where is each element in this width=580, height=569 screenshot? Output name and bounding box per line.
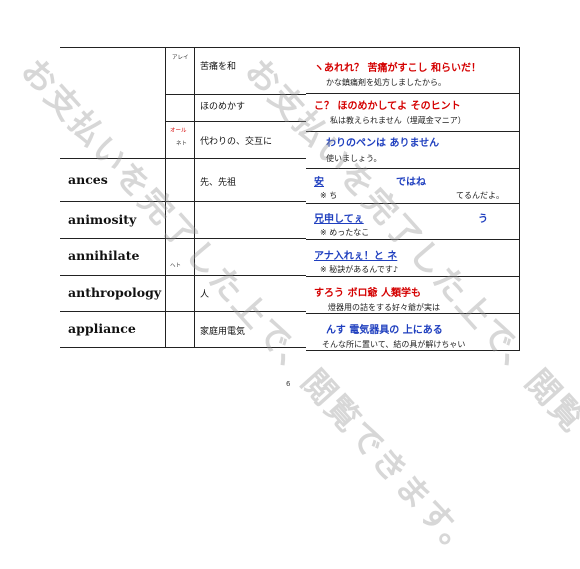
table-line [60,275,306,276]
table-line [60,311,306,312]
mnemonic-table-right: ヽあれれ？ 苦痛がすこし 和らいだ！ かな鎮痛剤を処方しましたから。 こ？ ほの… [306,47,520,365]
mnemonic-phrase: 兄申してぇ [314,214,364,225]
mnemonic-note-suffix: てるんだよ。 [456,191,504,200]
table-line [306,47,520,48]
mnemonic-phrase: アナ入れぇ！と ネ [314,251,398,262]
table-line [306,93,520,94]
table-line [60,47,306,48]
table-line [60,238,306,239]
mnemonic-note: 使いましょう。 [326,154,382,163]
mnemonic-phrase-suffix: ではね [396,177,426,188]
table-line [60,347,306,348]
table-line [306,203,520,204]
table-line [306,313,520,314]
table-line [306,350,520,351]
mnemonic-phrase: んす 電気器具の 上にある [326,325,443,336]
mnemonic-phrase: すろう ボロ爺 人類学も [314,288,421,299]
meaning-text: 先、先祖 [200,178,237,188]
meaning-text: 家庭用電気 [200,327,246,337]
mnemonic-phrase: ヽあれれ？ 苦痛がすこし 和らいだ！ [314,63,481,74]
mnemonic-note: かな鎮痛剤を処方しましたから。 [326,78,446,87]
table-line [194,47,195,347]
vocabulary-table-left: アレイ 苦痛を和 ほのめかす オール ネト 代わりの、交互に ances 先、先… [60,47,306,355]
table-line [60,201,306,202]
table-line [306,239,520,240]
vocabulary-word: annihilate [68,248,140,263]
table-line [165,47,166,347]
table-line [306,168,520,169]
ruby-annotation: ヘト [170,263,182,269]
mnemonic-phrase: こ？ ほのめかしてよ そのヒント [314,101,461,112]
table-line [165,121,306,122]
meaning-text: 代わりの、交互に [200,137,273,147]
table-line [165,94,306,95]
document-page: アレイ 苦痛を和 ほのめかす オール ネト 代わりの、交互に ances 先、先… [14,47,580,568]
ruby-annotation: オール [170,128,187,134]
mnemonic-phrase: 安 [314,177,324,188]
vocabulary-word: appliance [68,321,136,336]
vocabulary-word: anthropology [68,285,162,300]
meaning-text: 苦痛を和 [200,62,237,72]
ruby-annotation: ネト [176,141,188,147]
mnemonic-note: そんな所に置いて、結の具が解けちゃい [322,340,466,349]
mnemonic-phrase: わりのペンは ありません [326,138,440,149]
mnemonic-note: 私は教えられません（埋蔵金マニア） [330,116,466,125]
mnemonic-note: ※ 秘訣があるんです♪ [320,265,398,274]
page-number: 6 [286,380,291,388]
table-line [306,276,520,277]
mnemonic-note: ※ ち [320,191,338,200]
ruby-annotation: アレイ [172,55,189,61]
meaning-text: ほのめかす [200,102,246,112]
mnemonic-note: 燈器用の詰をする好々爺が実は [328,303,440,312]
meaning-text: 人 [200,290,210,300]
table-line [60,158,306,159]
mnemonic-note: ※ めったなこ [320,228,370,237]
vocabulary-word: ances [68,172,108,187]
mnemonic-phrase-suffix: う [478,214,488,225]
table-line [519,47,520,350]
table-line [306,131,520,132]
vocabulary-word: animosity [68,212,137,227]
